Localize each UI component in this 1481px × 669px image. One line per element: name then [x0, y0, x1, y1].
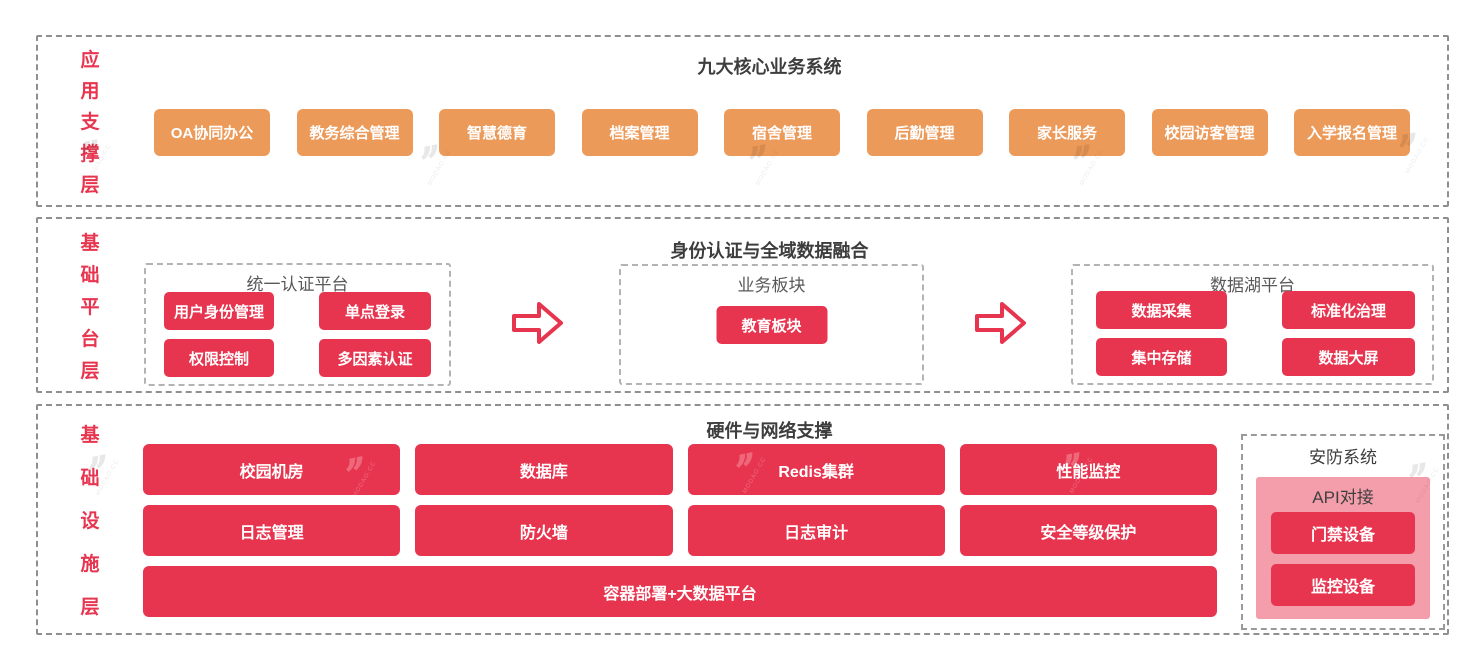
- lake-box-collect: 数据采集: [1096, 291, 1227, 329]
- security-box-cctv: 监控设备: [1271, 564, 1415, 606]
- infra-layer-title: 硬件与网络支撑: [706, 421, 833, 441]
- auth-box-sso: 单点登录: [319, 292, 431, 330]
- biz-box-education: 教育板块: [716, 306, 827, 344]
- lake-box-screen: 数据大屏: [1282, 338, 1415, 376]
- group-lake-grid: 数据采集 标准化治理 集中存储 数据大屏: [1096, 291, 1415, 376]
- app-box-baoming: 入学报名管理: [1294, 109, 1410, 156]
- layer-infrastructure: 基 础 设 施 层 硬件与网络支撑 校园机房 数据库 Redis集群 性能监控 …: [36, 404, 1449, 635]
- app-box-sushe: 宿舍管理: [724, 109, 840, 156]
- app-box-houqin: 后勤管理: [866, 109, 983, 156]
- app-box-fangke: 校园访客管理: [1151, 109, 1268, 156]
- auth-box-permission: 权限控制: [164, 339, 274, 377]
- group-lake-title: 数据湖平台: [1210, 276, 1295, 295]
- group-auth-title: 统一认证平台: [246, 275, 349, 294]
- label-char: 支: [80, 112, 100, 134]
- label-char: 设: [80, 511, 100, 532]
- label-char: 层: [80, 174, 100, 196]
- infra-box-container-bigdata: 容器部署+大数据平台: [143, 566, 1217, 617]
- layer-app-support: 应 用 支 撑 层 九大核心业务系统 OA协同办公 教务综合管理 智慧德育 档案…: [36, 35, 1449, 207]
- group-business: 业务板块 教育板块: [619, 264, 924, 385]
- security-system-box: 安防系统 API对接 门禁设备 监控设备: [1241, 434, 1445, 630]
- label-char: 台: [80, 328, 100, 350]
- layer-platform-vertical-label: 基 础 平 台 层: [78, 225, 102, 385]
- layer-app-vertical-label: 应 用 支 撑 层: [78, 43, 102, 199]
- infra-box-perf-monitor: 性能监控: [959, 444, 1217, 495]
- label-char: 基: [80, 232, 100, 254]
- right-arrow-icon: [512, 302, 563, 344]
- group-biz-title: 业务板块: [737, 276, 806, 295]
- label-char: 施: [80, 554, 100, 575]
- lake-box-govern: 标准化治理: [1282, 291, 1415, 329]
- auth-box-mfa: 多因素认证: [319, 339, 431, 377]
- api-panel-title: API对接: [1312, 488, 1374, 507]
- security-title: 安防系统: [1309, 448, 1377, 467]
- infra-grid: 校园机房 数据库 Redis集群 性能监控 日志管理 防火墙 日志审计 安全等级…: [143, 444, 1217, 556]
- label-char: 基: [80, 425, 100, 446]
- label-char: 础: [80, 468, 100, 489]
- infra-box-log-audit: 日志审计: [687, 505, 945, 556]
- app-box-dangan: 档案管理: [581, 109, 698, 156]
- label-char: 应: [80, 50, 100, 72]
- app-box-jiazhang: 家长服务: [1009, 109, 1125, 156]
- group-data-lake: 数据湖平台 数据采集 标准化治理 集中存储 数据大屏: [1071, 264, 1434, 385]
- infra-box-database: 数据库: [415, 444, 673, 495]
- auth-box-identity: 用户身份管理: [164, 292, 274, 330]
- app-box-jiaowu: 教务综合管理: [296, 109, 413, 156]
- app-box-deyu: 智慧德育: [439, 109, 555, 156]
- label-char: 平: [80, 296, 100, 318]
- app-systems-row: OA协同办公 教务综合管理 智慧德育 档案管理 宿舍管理 后勤管理 家长服务 校…: [154, 109, 1410, 156]
- platform-layer-title: 身份认证与全域数据融合: [670, 241, 869, 261]
- label-char: 层: [80, 360, 100, 382]
- layer-infra-vertical-label: 基 础 设 施 层: [78, 412, 102, 627]
- app-layer-title: 九大核心业务系统: [697, 57, 842, 77]
- label-char: 层: [80, 597, 100, 618]
- infra-box-log-mgmt: 日志管理: [143, 505, 401, 556]
- label-char: 用: [80, 81, 100, 103]
- security-box-access-control: 门禁设备: [1271, 512, 1415, 554]
- infra-box-firewall: 防火墙: [415, 505, 673, 556]
- infra-box-security-level: 安全等级保护: [959, 505, 1217, 556]
- api-panel: API对接 门禁设备 监控设备: [1256, 477, 1430, 619]
- layer-platform: 基 础 平 台 层 身份认证与全域数据融合 统一认证平台 用户身份管理 单点登录…: [36, 217, 1449, 393]
- label-char: 础: [80, 264, 100, 286]
- label-char: 撑: [80, 143, 100, 165]
- group-auth-grid: 用户身份管理 单点登录 权限控制 多因素认证: [164, 292, 431, 377]
- right-arrow-icon: [975, 302, 1026, 344]
- infra-box-redis: Redis集群: [687, 444, 945, 495]
- group-unified-auth: 统一认证平台 用户身份管理 单点登录 权限控制 多因素认证: [144, 263, 451, 386]
- lake-box-storage: 集中存储: [1096, 338, 1227, 376]
- infra-box-server-room: 校园机房: [143, 444, 401, 495]
- app-box-oa: OA协同办公: [154, 109, 270, 156]
